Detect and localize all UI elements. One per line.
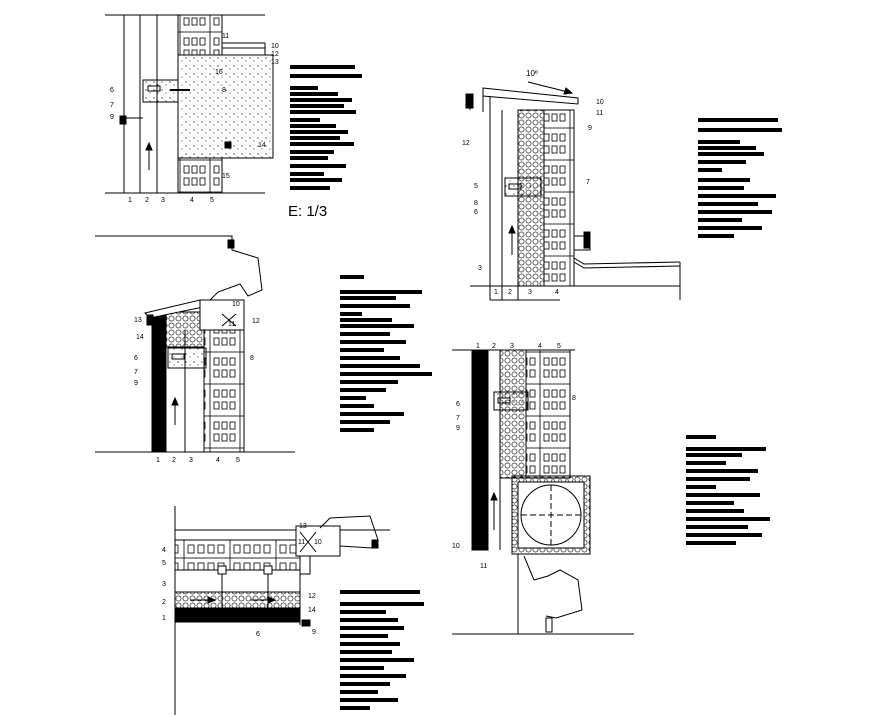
tr-callout-10: 10 xyxy=(596,99,604,106)
ml-num-2: 2 xyxy=(172,457,176,464)
mr-callout-7: 7 xyxy=(456,415,460,422)
tl-num-1: 1 xyxy=(128,197,132,204)
detail-bottom-left-labels: 4 5 3 2 1 13 11 10 12 14 6 9 xyxy=(162,523,322,638)
tr-num-1: 1 xyxy=(494,289,498,296)
ml-callout-6: 6 xyxy=(134,355,138,362)
bl-num-2: 2 xyxy=(162,599,166,606)
ml-callout-12: 12 xyxy=(252,318,260,325)
mr-num-2: 2 xyxy=(492,343,496,350)
notes-block-2 xyxy=(698,118,782,238)
mr-callout-8: 8 xyxy=(572,395,576,402)
detail-top-left-labels: 1 2 3 4 5 11 10 12 13 16 6 7 8 9 14 15 xyxy=(110,33,279,204)
tl-num-2: 2 xyxy=(145,197,149,204)
detail-top-left xyxy=(105,14,274,194)
detail-middle-right xyxy=(452,349,634,635)
ml-callout-9: 9 xyxy=(134,380,138,387)
tl-callout-15: 15 xyxy=(222,173,230,180)
tl-callout-11: 11 xyxy=(222,33,229,40)
tl-callout-14: 14 xyxy=(258,142,266,149)
tl-num-5: 5 xyxy=(210,197,214,204)
bl-callout-6: 6 xyxy=(256,631,260,638)
mr-callout-9: 9 xyxy=(456,425,460,432)
ml-callout-13: 13 xyxy=(134,317,142,324)
ml-num-3: 3 xyxy=(189,457,193,464)
mr-num-3: 3 xyxy=(510,343,514,350)
tl-callout-13: 13 xyxy=(271,59,279,66)
tr-callout-8: 8 xyxy=(474,200,478,207)
ml-callout-11: 11 xyxy=(228,321,235,328)
ml-callout-10: 10 xyxy=(232,301,240,308)
slope-label: 10º xyxy=(526,69,538,78)
ml-callout-8: 8 xyxy=(250,355,254,362)
mr-num-5: 5 xyxy=(557,343,561,350)
mr-callout-11: 11 xyxy=(480,563,487,570)
tr-callout-7: 7 xyxy=(586,179,590,186)
detail-top-right-labels: 10º 1 2 3 4 10 11 12 7 5 8 6 3 9 xyxy=(462,69,604,296)
detail-bottom-left xyxy=(174,506,390,715)
bl-num-5: 5 xyxy=(162,560,166,567)
tr-callout-12: 12 xyxy=(462,140,470,147)
tr-num-3: 3 xyxy=(528,289,532,296)
tl-num-4: 4 xyxy=(190,197,194,204)
ml-num-1: 1 xyxy=(156,457,160,464)
ml-callout-14: 14 xyxy=(136,334,144,341)
bl-callout-10: 10 xyxy=(314,539,322,546)
bl-callout-12: 12 xyxy=(308,593,316,600)
ml-callout-7: 7 xyxy=(134,369,138,376)
mr-callout-6: 6 xyxy=(456,401,460,408)
tr-num-2: 2 xyxy=(508,289,512,296)
tr-callout-5: 5 xyxy=(474,183,478,190)
notes-block-5 xyxy=(340,590,424,710)
tr-callout-11: 11 xyxy=(596,110,603,117)
mr-num-4: 4 xyxy=(538,343,542,350)
notes-block-1 xyxy=(290,65,362,190)
bl-callout-11: 11 xyxy=(298,539,305,546)
detail-middle-left xyxy=(95,235,295,453)
bl-num-3: 3 xyxy=(162,581,166,588)
tl-callout-7: 7 xyxy=(110,102,114,109)
bl-callout-13: 13 xyxy=(299,523,307,530)
tl-num-3: 3 xyxy=(161,197,165,204)
mr-callout-10: 10 xyxy=(452,543,460,550)
tr-callout-3: 3 xyxy=(478,265,482,272)
scale-label: E: 1/3 xyxy=(288,203,327,220)
tr-num-4: 4 xyxy=(555,289,559,296)
tl-callout-6: 6 xyxy=(110,87,114,94)
tl-callout-9: 9 xyxy=(110,114,114,121)
notes-block-4 xyxy=(686,435,770,545)
bl-num-4: 4 xyxy=(162,547,166,554)
detail-middle-right-labels: 1 2 3 4 5 6 7 9 8 10 11 xyxy=(452,343,576,570)
tl-callout-8: 8 xyxy=(222,87,226,94)
detail-top-right xyxy=(465,81,681,301)
bl-num-1: 1 xyxy=(162,615,166,622)
tr-callout-9: 9 xyxy=(588,125,592,132)
bl-callout-9: 9 xyxy=(312,629,316,636)
mr-num-1: 1 xyxy=(476,343,480,350)
notes-block-3 xyxy=(340,275,432,432)
bl-callout-14: 14 xyxy=(308,607,316,614)
ml-num-5: 5 xyxy=(236,457,240,464)
tl-callout-16: 16 xyxy=(215,69,223,76)
ml-num-4: 4 xyxy=(216,457,220,464)
detail-middle-left-labels: 1 2 3 4 5 10 13 11 12 14 6 8 7 9 xyxy=(134,301,260,464)
tr-callout-6: 6 xyxy=(474,209,478,216)
tl-callout-12: 12 xyxy=(271,51,279,58)
tl-callout-10: 10 xyxy=(271,43,279,50)
